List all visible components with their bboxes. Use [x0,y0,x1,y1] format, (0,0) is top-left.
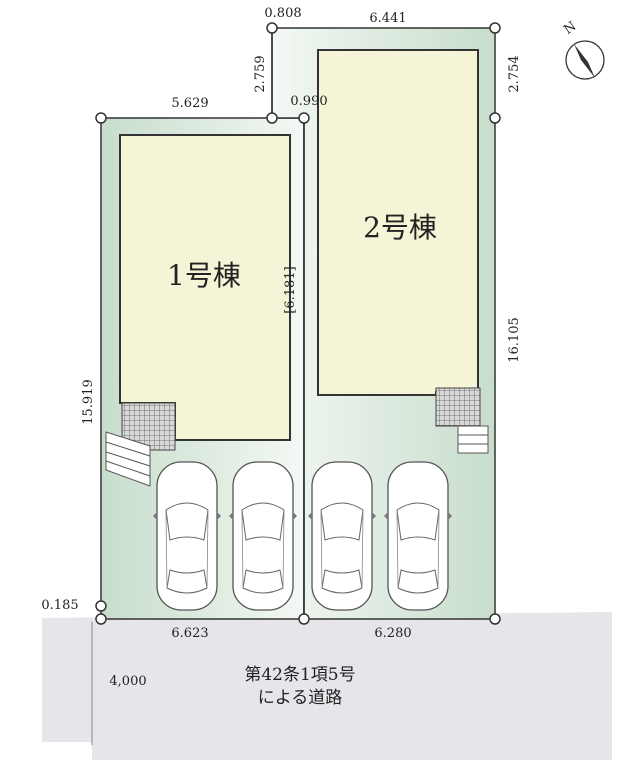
compass: N [561,19,605,80]
dim-corner-offset: 0.185 [41,598,78,613]
building-1-label: 1号棟 [167,259,241,292]
entrance-2 [435,387,481,427]
dim-bottom-lot2: 6.280 [374,626,411,641]
car-3 [307,461,377,611]
dim-top-lot1: 5.629 [171,96,208,111]
dim-right-side: 16.105 [507,317,522,363]
road-label-line2: による道路 [258,688,343,708]
dim-left-step: 2.759 [253,55,268,92]
dim-inner-gap: 0.990 [290,94,327,109]
boundary-markers [95,22,501,625]
compass-north-label: N [561,19,579,38]
dim-shared-side: [6.181] [283,266,298,313]
steps-1 [105,431,151,487]
dim-top-left-gap: 0.808 [264,6,301,21]
building-2-label: 2号棟 [363,211,437,244]
dim-top-lot2: 6.441 [369,11,406,26]
dim-left-side: 15.919 [81,379,96,425]
road-label-line1: 第42条1項5号 [244,665,355,685]
dim-bottom-lot1: 6.623 [171,626,208,641]
car-4 [383,461,453,611]
steps-2 [457,425,489,454]
road [42,612,612,760]
compass-needle-icon [574,44,595,78]
car-1 [152,461,222,611]
dim-right-step: 2.754 [507,55,522,92]
car-2 [228,461,298,611]
dim-road-width: 4,000 [109,674,146,689]
